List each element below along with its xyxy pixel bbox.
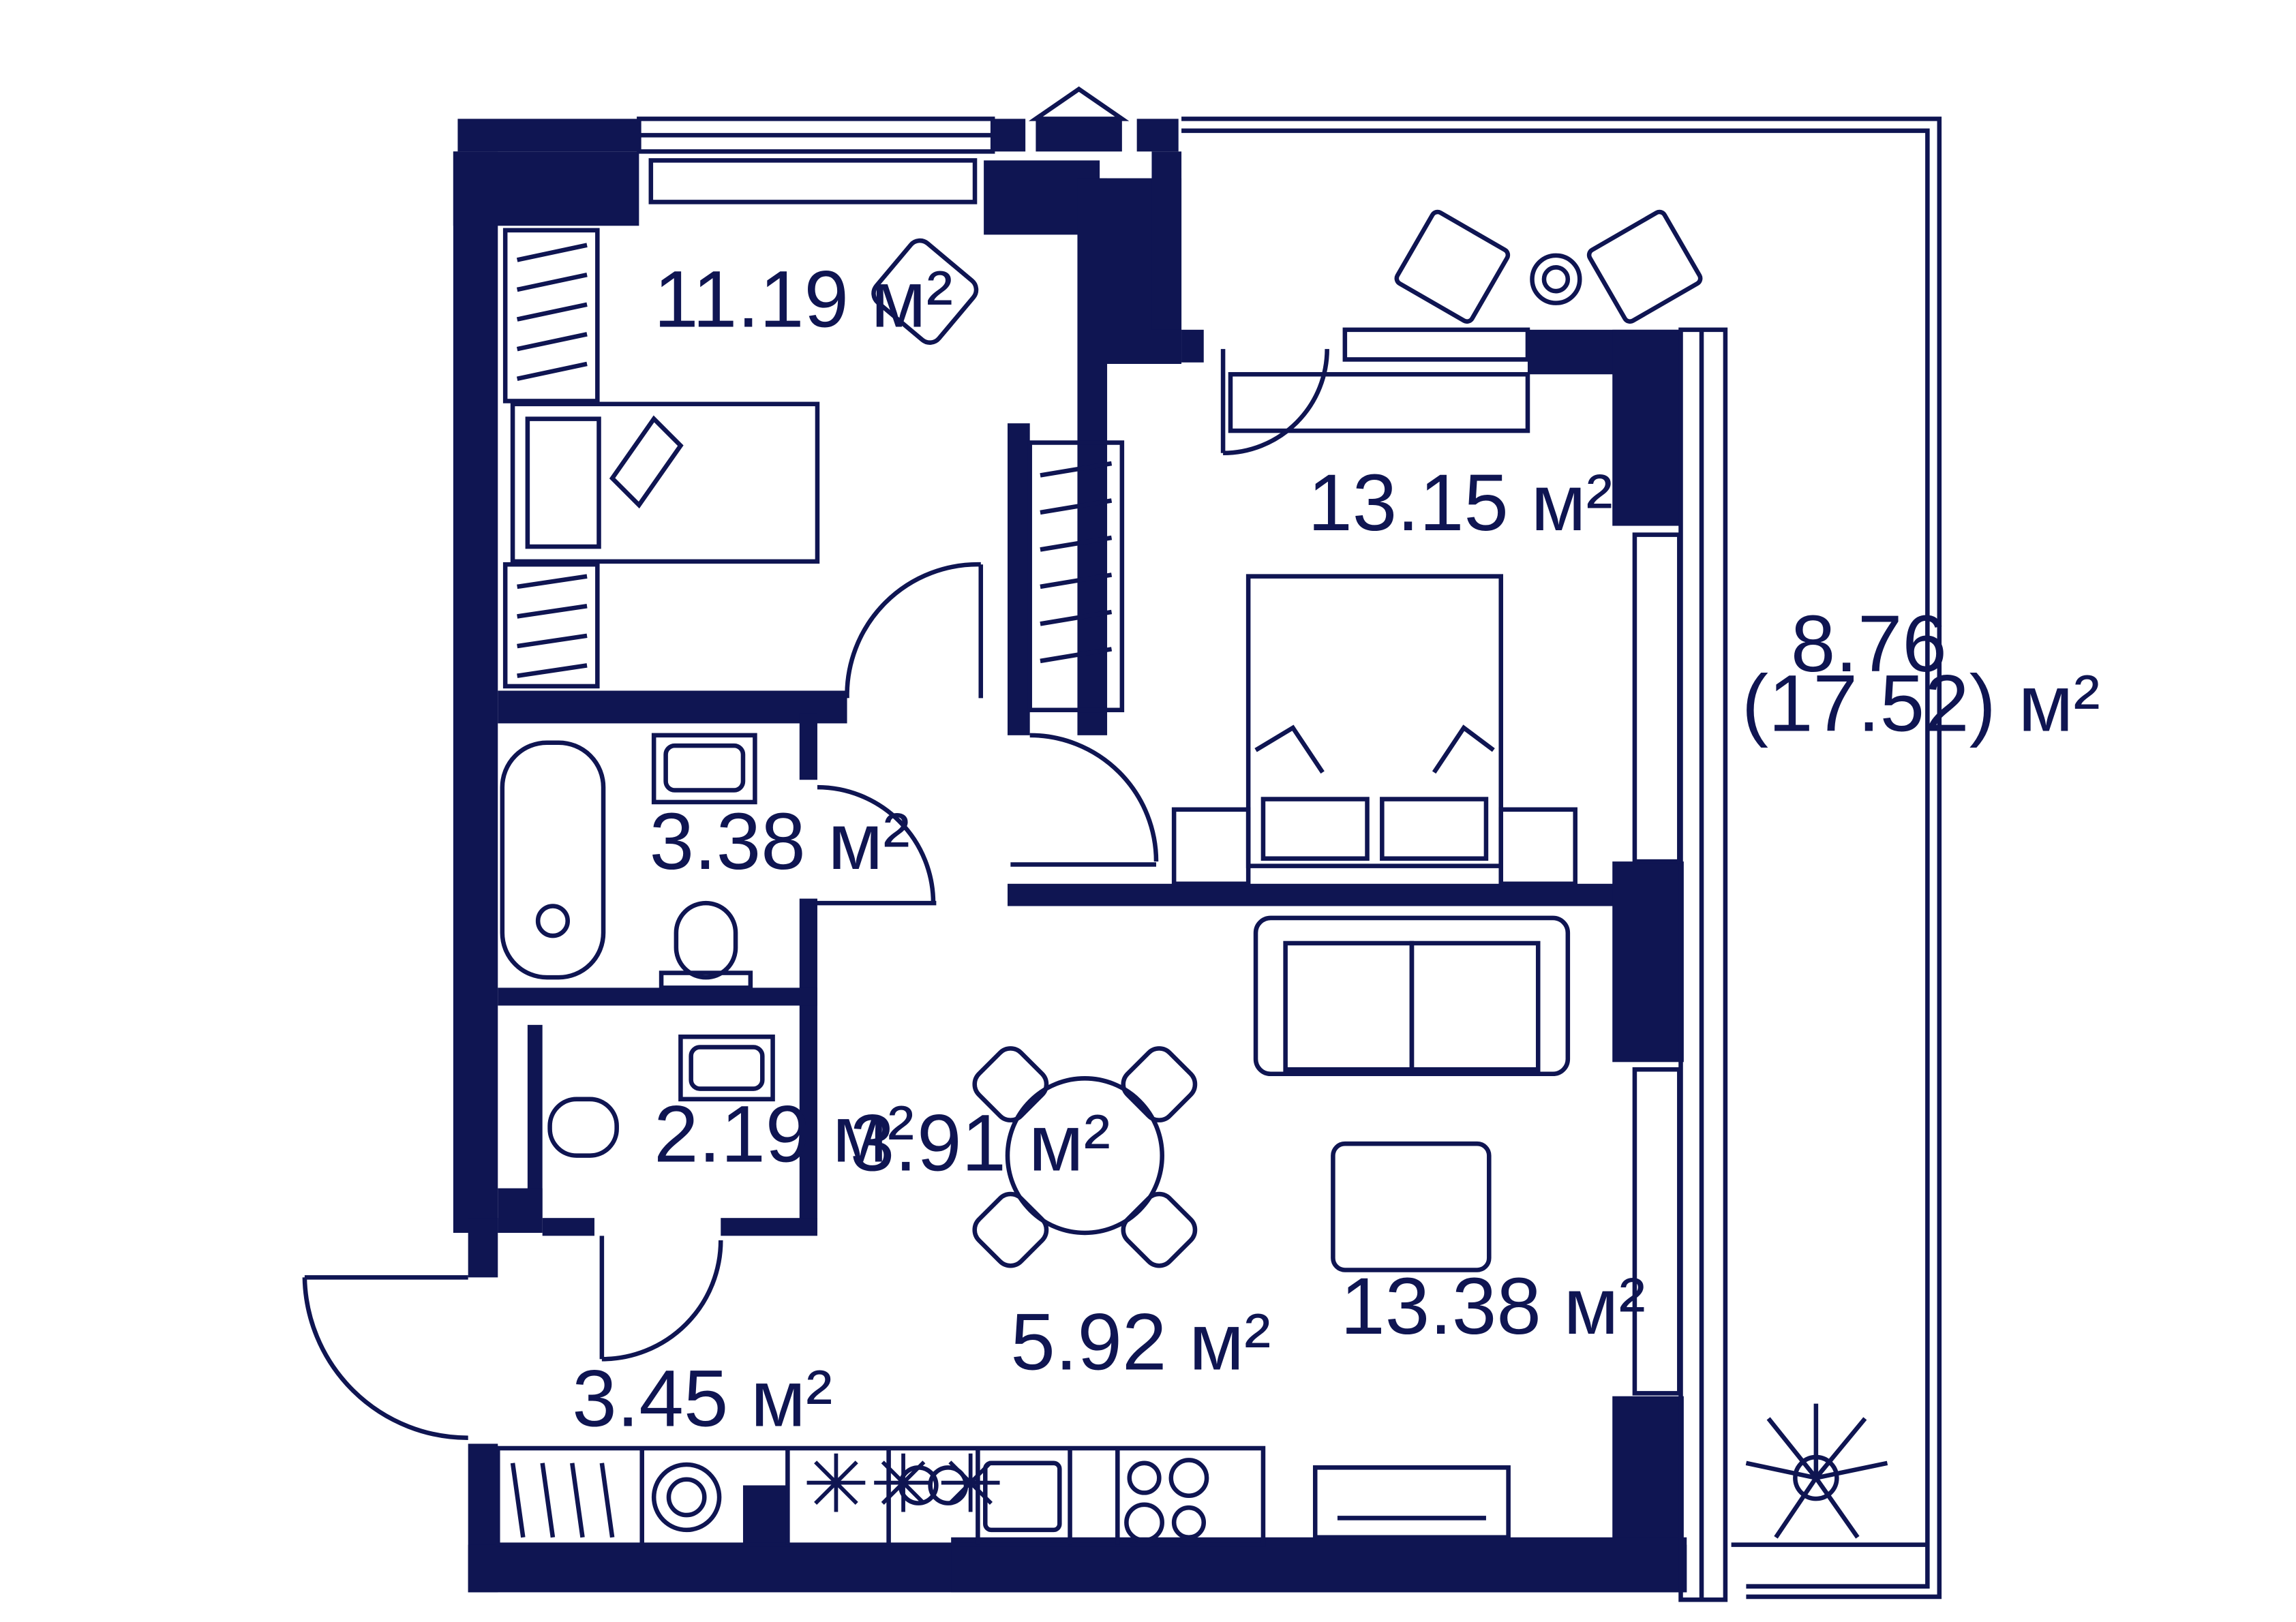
- armchair-icon: [871, 238, 979, 345]
- door-icon: [1220, 349, 1329, 456]
- room-area-balcony-line1: 8.76: [1791, 598, 1947, 688]
- oven-icon: [898, 1465, 969, 1505]
- room-area-bedroom-small: 11.19 м²: [654, 254, 953, 343]
- tv-stand-icon: [1312, 1465, 1511, 1540]
- room-area-bathroom: 3.38 м²: [650, 796, 910, 886]
- sink-icon: [678, 1035, 775, 1102]
- dining-table-icon: [972, 1046, 1198, 1268]
- kitchen-sink-icon: [983, 1460, 1062, 1533]
- freezer-icon: ✳✳✳: [802, 1439, 1004, 1529]
- armchair-icon: [1586, 209, 1703, 324]
- door-icon: [814, 784, 937, 906]
- room-area-bedroom-master: 13.15 м²: [1308, 457, 1612, 547]
- bed-icon: [510, 401, 820, 564]
- side-table-icon: [1530, 253, 1582, 305]
- room-area-wc: 2.19 м²: [654, 1088, 914, 1178]
- room-area-living: 13.38 м²: [1340, 1261, 1645, 1351]
- plant-icon: [1745, 1403, 1888, 1539]
- armchair-icon: [1394, 209, 1511, 324]
- bathtub-icon: [500, 740, 606, 980]
- door-icon: [1010, 733, 1159, 867]
- door-icon: [845, 562, 984, 699]
- door-icon: [302, 1275, 468, 1441]
- wardrobe-icon: [502, 228, 600, 689]
- wardrobe-icon: [510, 1463, 615, 1538]
- toilet-icon: [659, 900, 753, 990]
- kitchen-counter: [496, 1445, 1266, 1547]
- balcony-outline: [1181, 117, 1942, 1600]
- room-area-dining: 3.91 м²: [850, 1097, 1111, 1187]
- stove-icon: [1124, 1458, 1209, 1543]
- svg-text:✳✳✳: ✳✳✳: [802, 1439, 1004, 1529]
- walls: [453, 119, 1687, 1593]
- door-icon: [599, 1236, 723, 1362]
- toilet-icon: [547, 1097, 619, 1158]
- doors: [302, 349, 1329, 1441]
- wardrobe-icon: [1027, 440, 1125, 713]
- windows: [637, 86, 1728, 1602]
- sofa-icon: [1253, 915, 1571, 1077]
- double-bed-icon: [1171, 574, 1578, 887]
- coffee-table-icon: [1331, 1141, 1492, 1272]
- room-area-hallway: 3.45 м²: [572, 1353, 832, 1443]
- sink-icon: [651, 733, 757, 805]
- washing-machine-icon: [651, 1462, 722, 1533]
- room-area-kitchen: 5.92 м²: [1010, 1296, 1271, 1386]
- room-area-balcony-line2: (17.52) м²: [1742, 658, 2100, 748]
